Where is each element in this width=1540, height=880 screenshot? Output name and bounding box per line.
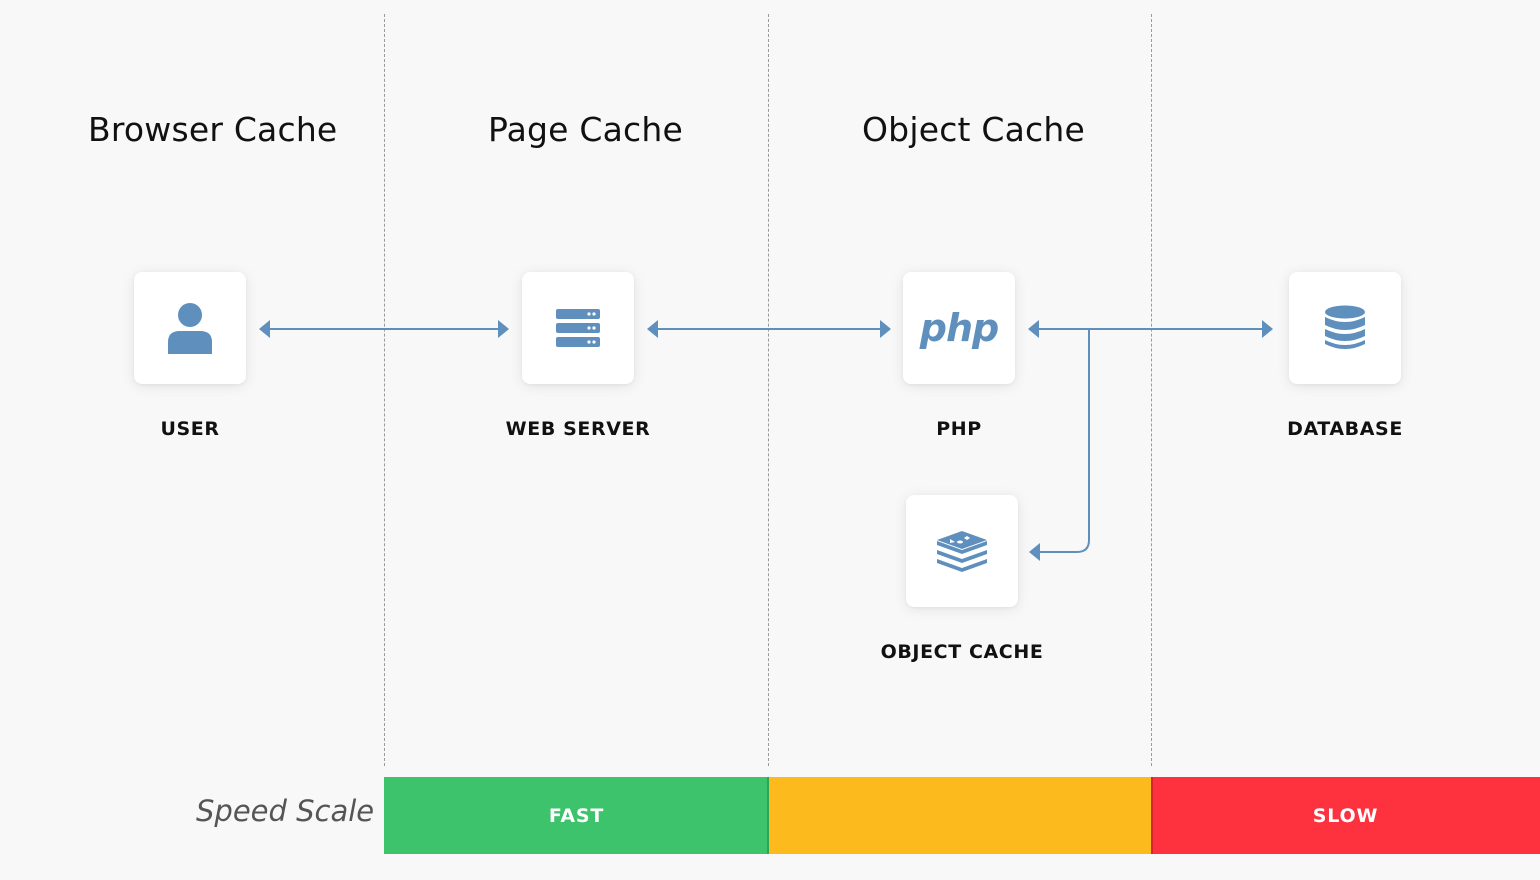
- arrowhead: [1028, 320, 1039, 338]
- column-divider-3: [1151, 14, 1152, 766]
- column-divider-1: [384, 14, 385, 766]
- redis-icon: [937, 531, 987, 572]
- node-web-server: [522, 272, 634, 384]
- speed-scale-slow: SLOW: [1151, 777, 1540, 854]
- arrowhead: [1029, 543, 1040, 561]
- speed-scale-medium: [769, 777, 1151, 854]
- node-label-php: PHP: [936, 418, 982, 440]
- section-title-browser-cache: Browser Cache: [88, 110, 338, 149]
- node-user: [134, 272, 246, 384]
- node-label-database: DATABASE: [1287, 418, 1403, 440]
- arrowhead: [259, 320, 270, 338]
- node-object-cache: [906, 495, 1018, 607]
- user-icon: [168, 303, 212, 354]
- node-database: [1289, 272, 1401, 384]
- server-icon: [556, 309, 600, 347]
- arrowhead: [1262, 320, 1273, 338]
- node-label-user: USER: [160, 418, 220, 440]
- speed-scale-title: Speed Scale: [196, 794, 375, 828]
- node-php: php: [903, 272, 1015, 384]
- section-title-page-cache: Page Cache: [488, 110, 684, 149]
- speed-scale-fast: FAST: [384, 777, 769, 854]
- arrowhead: [647, 320, 658, 338]
- php-logo-icon: php: [919, 306, 999, 350]
- node-label-web-server: WEB SERVER: [505, 418, 651, 440]
- section-title-object-cache: Object Cache: [862, 110, 1085, 149]
- column-divider-2: [768, 14, 769, 766]
- database-icon: [1325, 305, 1365, 349]
- arrowhead: [498, 320, 509, 338]
- node-label-object-cache: OBJECT CACHE: [880, 641, 1044, 663]
- arrowhead: [880, 320, 891, 338]
- arrow-php-objectcache: [1036, 329, 1090, 553]
